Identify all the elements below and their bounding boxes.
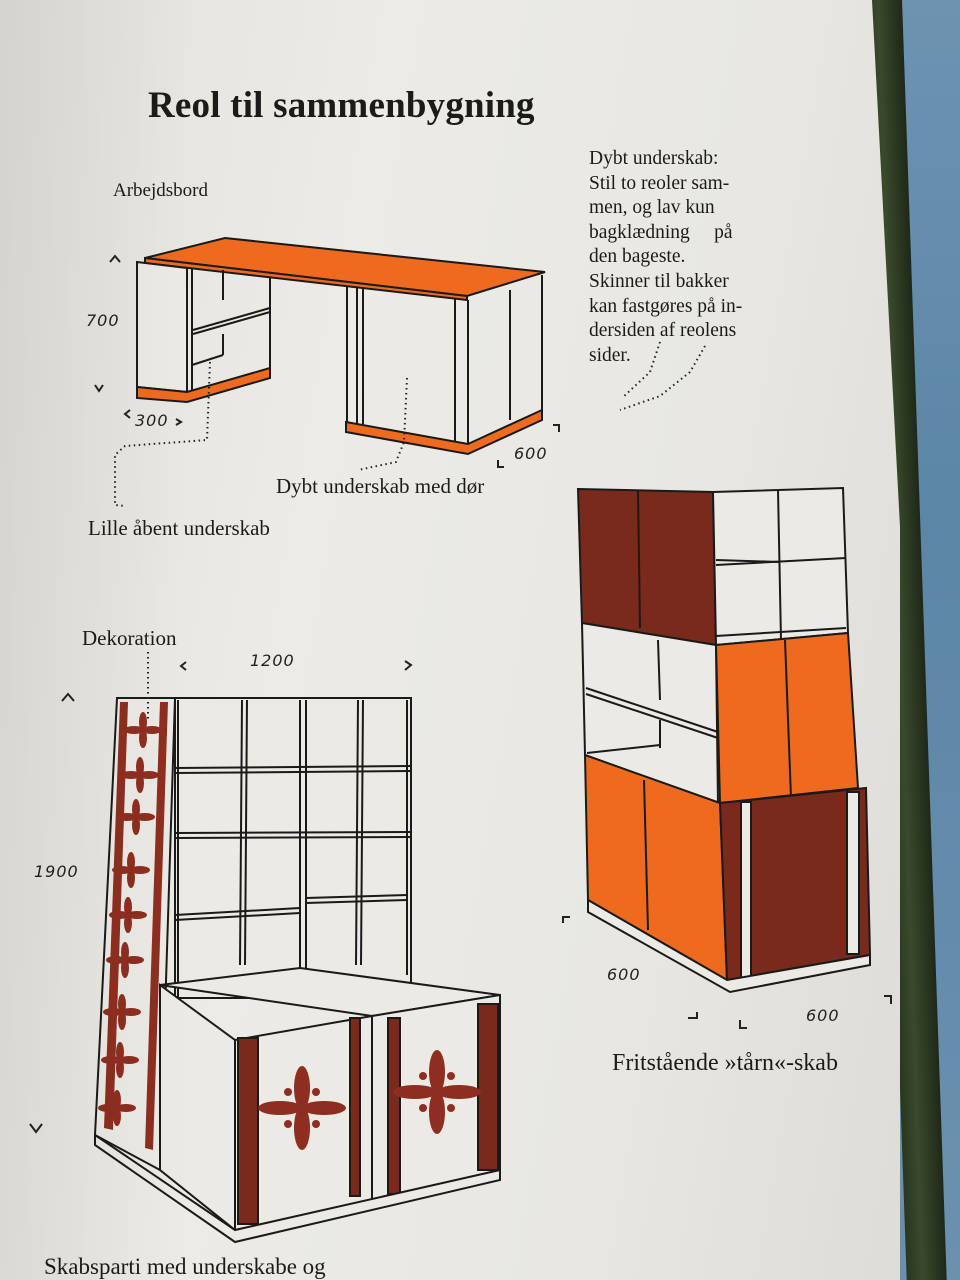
note-line: men, og lav kun xyxy=(589,197,715,219)
desk-callout-lines xyxy=(114,341,706,507)
desk-label: Arbejdsbord xyxy=(113,180,208,201)
cabinet-unit-illustration xyxy=(93,697,501,1244)
tower-depth-dimension: 600 xyxy=(607,965,641,984)
deep-cabinet-note: Dybt underskab: Stil to reoler sam- men,… xyxy=(589,147,787,368)
desk-depth-dimension: 600 xyxy=(514,444,548,463)
note-line: Skinner til bakker xyxy=(589,270,729,292)
door-flower-right xyxy=(393,1050,481,1134)
small-open-cabinet-label: Lille åbent underskab xyxy=(88,516,270,540)
note-line: sider. xyxy=(589,344,631,366)
note-line: dersiden af reolens xyxy=(589,320,737,342)
desk-width-dimension: 300 xyxy=(135,411,169,430)
page-title: Reol til sammenbygning xyxy=(148,85,535,126)
desk-height-dimension: 700 xyxy=(86,311,120,330)
note-line: kan fastgøres på in- xyxy=(589,295,743,317)
note-line: den bageste. xyxy=(589,246,686,268)
cabinet-height-dimension: 1900 xyxy=(34,862,79,881)
tower-illustration xyxy=(576,486,872,994)
decoration-flowers xyxy=(98,712,162,1126)
cabinet-width-dimension: 1200 xyxy=(250,651,295,670)
tower-caption: Fritstående »tårn«-skab xyxy=(612,1050,838,1076)
note-line: Dybt underskab: xyxy=(589,148,719,169)
dimension-markers xyxy=(29,254,892,1134)
deep-cabinet-door-label: Dybt underskab med dør xyxy=(276,474,485,498)
note-line: bagklædning på xyxy=(589,221,733,243)
tower-width-dimension: 600 xyxy=(806,1006,840,1025)
desk-illustration xyxy=(136,236,546,456)
decoration-label: Dekoration xyxy=(82,626,177,650)
door-flower-left xyxy=(258,1066,346,1150)
note-line: Stil to reoler sam- xyxy=(589,172,730,194)
cabinet-unit-caption: Skabsparti med underskabe og xyxy=(44,1254,326,1279)
